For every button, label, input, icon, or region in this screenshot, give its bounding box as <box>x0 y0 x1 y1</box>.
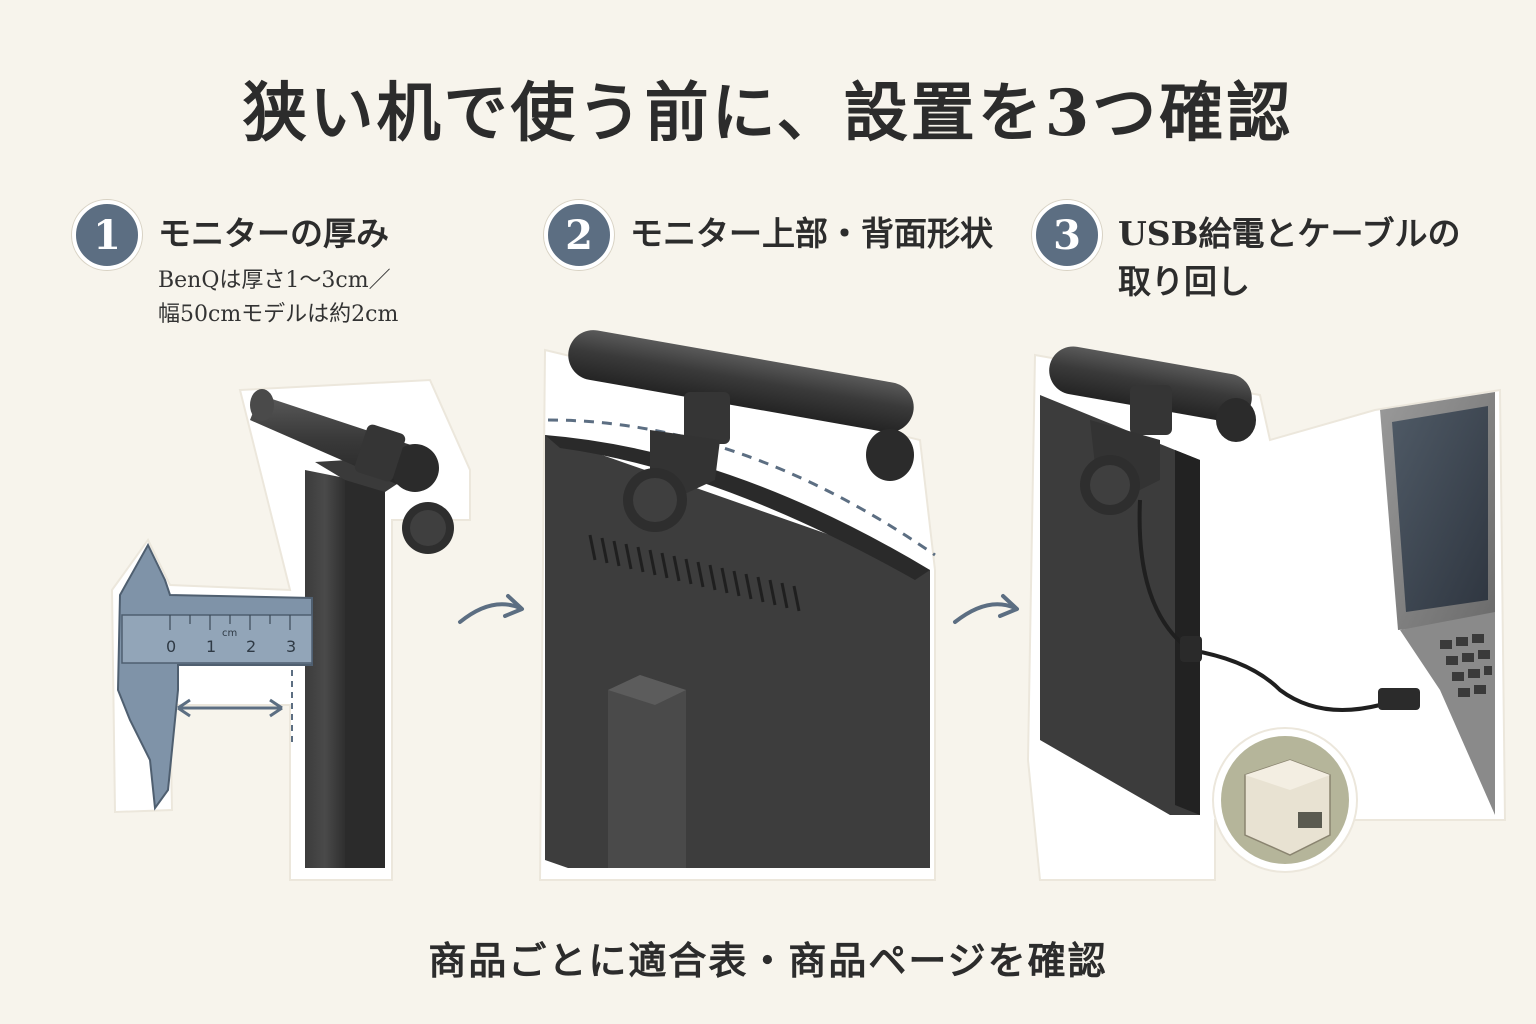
flow-arrow-1 <box>458 602 522 624</box>
usb-cable <box>1137 499 1381 712</box>
monitor-stand-top <box>608 675 686 705</box>
monitor-3 <box>1040 395 1200 815</box>
light-bar-3-end <box>1216 398 1256 442</box>
step-2-text: モニター上部・背面形状 <box>630 200 993 258</box>
light-bar-2 <box>568 330 914 433</box>
page-title: 狭い机で使う前に、設置を3つ確認 <box>242 76 1294 151</box>
monitor-side-front <box>305 470 345 868</box>
clamp-3-knob-face <box>1090 465 1130 505</box>
light-bar-3-collar <box>1130 385 1172 435</box>
clamp-2-knob-face <box>633 478 677 522</box>
step-1-title: モニターの厚み <box>158 214 389 253</box>
step-1-badge: 1 <box>72 200 142 270</box>
ruler-tick-2: 2 <box>246 637 256 656</box>
footer-note: 商品ごとに適合表・商品ページを確認 <box>428 938 1108 983</box>
flow-arrow-2 <box>953 602 1017 624</box>
step-3-badge: 3 <box>1032 200 1102 270</box>
step-2-badge: 2 <box>544 200 614 270</box>
step-3-title: USB給電とケーブルの 取り回し <box>1118 214 1461 301</box>
monitor-side-back <box>345 478 385 868</box>
step-3-header: 3 USB給電とケーブルの 取り回し <box>1032 200 1461 306</box>
step-2-header: 2 モニター上部・背面形状 <box>544 200 993 270</box>
monitor-top-edge <box>545 435 930 580</box>
ruler-tick-3: 3 <box>286 637 296 656</box>
light-bar-collar <box>354 424 406 482</box>
light-bar-end-left <box>250 389 274 421</box>
monitor-vents <box>588 534 801 612</box>
clamp-knob-face <box>410 510 446 546</box>
laptop-base <box>1400 612 1495 815</box>
caliper-scale <box>121 614 313 664</box>
panel-1-illustration: 0 1 2 3 cm <box>110 378 471 881</box>
laptop-screen <box>1392 406 1488 612</box>
light-bar-3 <box>1049 346 1252 422</box>
flow-arrow-2-head <box>998 594 1019 618</box>
caliper <box>116 542 313 811</box>
light-bar-2-end <box>866 429 914 481</box>
monitor-stand <box>608 675 686 868</box>
dimension-arrow-heads <box>177 698 283 718</box>
usb-adapter-top <box>1245 760 1330 790</box>
light-bar-2-collar <box>684 392 730 444</box>
panel-3-illustration <box>1026 346 1507 881</box>
light-bar-end <box>391 444 439 492</box>
ruler-tick-1: 1 <box>206 637 216 656</box>
caliper-ticks <box>169 615 291 630</box>
step-2-title: モニター上部・背面形状 <box>630 214 993 253</box>
ruler-tick-0: 0 <box>166 637 176 656</box>
panel-2-illustration <box>538 330 936 881</box>
ruler-unit: cm <box>222 628 237 639</box>
step-1-subtitle: BenQは厚さ1〜3cm／ 幅50cmモデルは約2cm <box>158 268 399 327</box>
flow-arrow-1-head <box>503 594 524 618</box>
usb-port <box>1298 812 1322 828</box>
step-3-text: USB給電とケーブルの 取り回し <box>1118 200 1461 306</box>
monitor-3-edge <box>1175 450 1200 815</box>
laptop-keys <box>1440 634 1492 697</box>
cable-clip <box>1180 636 1202 662</box>
usb-plug <box>1378 688 1420 710</box>
step-1-header: 1 モニターの厚み BenQは厚さ1〜3cm／ 幅50cmモデルは約2cm <box>72 200 398 332</box>
step-1-text: モニターの厚み BenQは厚さ1〜3cm／ 幅50cmモデルは約2cm <box>158 200 398 332</box>
